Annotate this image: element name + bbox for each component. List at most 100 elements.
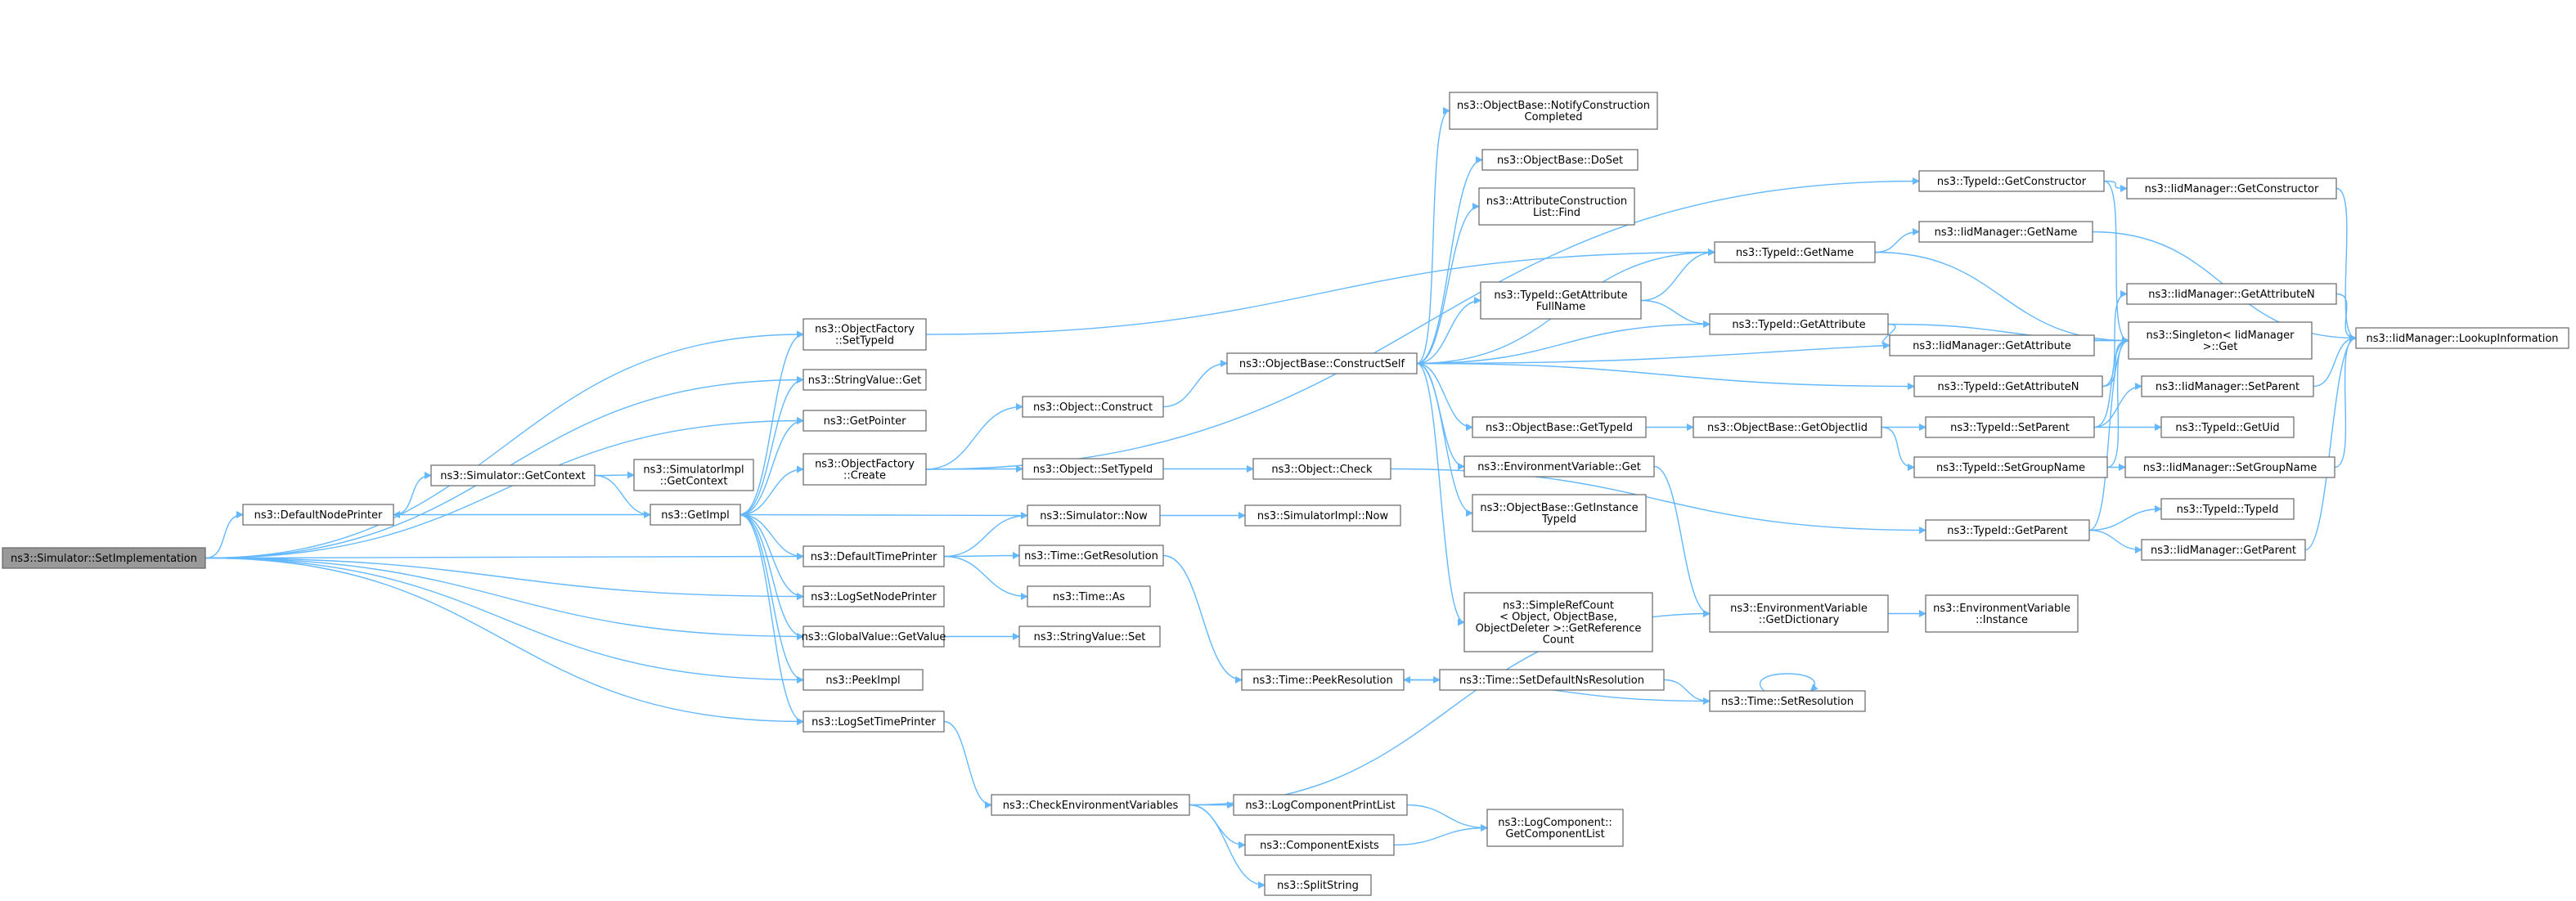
- node-implNow[interactable]: ns3::SimulatorImpl::Now: [1244, 504, 1401, 527]
- node-obGetOid[interactable]: ns3::ObjectBase::GetObjectIid: [1693, 416, 1882, 438]
- node-tidSetGroup[interactable]: ns3::TypeId::SetGroupName: [1913, 456, 2108, 478]
- node-box: [1478, 187, 1635, 226]
- node-iidLookup[interactable]: ns3::IidManager::LookupInformation: [2355, 327, 2569, 349]
- node-getPtr[interactable]: ns3::GetPointer: [802, 410, 927, 432]
- node-srcGetRef[interactable]: ns3::SimpleRefCount< Object, ObjectBase,…: [1463, 592, 1653, 652]
- node-splitStr[interactable]: ns3::SplitString: [1264, 874, 1372, 896]
- node-label: ns3::StringValue::Set: [1034, 631, 1146, 643]
- node-tidGetAttrN[interactable]: ns3::TypeId::GetAttributeN: [1913, 375, 2103, 397]
- node-tidGetUid[interactable]: ns3::TypeId::GetUid: [2160, 416, 2295, 438]
- node-label: ::Instance: [1976, 614, 2028, 626]
- node-defNode[interactable]: ns3::DefaultNodePrinter: [242, 504, 394, 526]
- node-box: [1925, 594, 2079, 633]
- node-box: [802, 585, 945, 607]
- node-getImpl[interactable]: ns3::GetImpl: [650, 504, 741, 526]
- call-edge-defTime-to-timeGetRes: [943, 552, 1020, 560]
- node-notifyCC[interactable]: ns3::ObjectBase::NotifyConstructionCompl…: [1449, 92, 1658, 130]
- node-setImpl[interactable]: ns3::Simulator::SetImplementation: [2, 547, 206, 569]
- node-constructSelf[interactable]: ns3::ObjectBase::ConstructSelf: [1226, 352, 1418, 374]
- node-timeAs[interactable]: ns3::Time::As: [1027, 585, 1151, 607]
- node-svSet[interactable]: ns3::StringValue::Set: [1018, 625, 1161, 648]
- node-ofSetTid[interactable]: ns3::ObjectFactory::SetTypeId: [802, 318, 927, 351]
- node-gvGet[interactable]: ns3::GlobalValue::GetValue: [802, 625, 946, 648]
- node-objSetTid[interactable]: ns3::Object::SetTypeId: [1022, 458, 1164, 480]
- node-box: [991, 794, 1190, 816]
- node-tidGetAttr[interactable]: ns3::TypeId::GetAttribute: [1709, 313, 1889, 335]
- node-tidTypeId[interactable]: ns3::TypeId::TypeId: [2160, 498, 2295, 520]
- node-box: [1252, 458, 1391, 480]
- node-tidSetParent[interactable]: ns3::TypeId::SetParent: [1925, 416, 2095, 438]
- node-iidGetCtor[interactable]: ns3::IidManager::GetConstructor: [2126, 177, 2337, 199]
- node-objCheck[interactable]: ns3::Object::Check: [1252, 458, 1391, 480]
- node-box: [1233, 794, 1408, 816]
- call-edge-setImpl-to-ofSetTid: [205, 330, 804, 559]
- node-lcGetList[interactable]: ns3::LogComponent::GetComponentList: [1486, 809, 1624, 847]
- node-timeSetRes[interactable]: ns3::Time::SetResolution: [1709, 690, 1866, 712]
- call-edge-timeGetRes-to-peekRes: [1162, 554, 1243, 684]
- node-iidGetParent[interactable]: ns3::IidManager::GetParent: [2141, 539, 2306, 561]
- node-compExists[interactable]: ns3::ComponentExists: [1244, 834, 1395, 856]
- node-label: ns3::TypeId::GetConstructor: [1937, 176, 2087, 188]
- node-tidGetCtor[interactable]: ns3::TypeId::GetConstructor: [1918, 170, 2105, 192]
- node-box: [1709, 313, 1889, 335]
- node-tidGetName[interactable]: ns3::TypeId::GetName: [1714, 241, 1876, 263]
- node-envInstance[interactable]: ns3::EnvironmentVariable::Instance: [1925, 594, 2079, 633]
- node-tidGetParent[interactable]: ns3::TypeId::GetParent: [1925, 519, 2090, 541]
- node-label: ns3::LogComponentPrintList: [1245, 800, 1395, 812]
- node-singletonGet[interactable]: ns3::Singleton< IidManager>::Get: [2128, 321, 2313, 360]
- node-objConstruct[interactable]: ns3::Object::Construct: [1022, 396, 1164, 418]
- call-edge-setDefNs-to-timeSetRes: [1663, 679, 1711, 705]
- node-box: [1472, 416, 1647, 438]
- node-iidSetGroup[interactable]: ns3::IidManager::SetGroupName: [2124, 456, 2335, 478]
- node-label: FullName: [1536, 301, 1586, 313]
- node-iidSetParent[interactable]: ns3::IidManager::SetParent: [2141, 375, 2314, 397]
- node-label: ns3::DefaultNodePrinter: [254, 509, 383, 522]
- node-label: ns3::SimulatorImpl: [643, 464, 744, 477]
- node-implGetCtx[interactable]: ns3::SimulatorImpl::GetContext: [633, 459, 754, 491]
- node-logCompPrint[interactable]: ns3::LogComponentPrintList: [1233, 794, 1408, 816]
- node-logSetTime[interactable]: ns3::LogSetTimePrinter: [802, 710, 945, 733]
- node-peekRes[interactable]: ns3::Time::PeekResolution: [1241, 669, 1405, 691]
- node-label: ns3::IidManager::GetName: [1935, 226, 2078, 239]
- node-setDefNs[interactable]: ns3::Time::SetDefaultNsResolution: [1439, 669, 1665, 691]
- node-box: [802, 410, 927, 432]
- node-getCtx[interactable]: ns3::Simulator::GetContext: [430, 464, 596, 486]
- node-label: ns3::TypeId::GetParent: [1947, 525, 2068, 537]
- node-defTime[interactable]: ns3::DefaultTimePrinter: [802, 545, 945, 567]
- node-label: ns3::TypeId::SetGroupName: [1936, 462, 2085, 474]
- node-label: ns3::TypeId::GetName: [1736, 247, 1854, 259]
- call-edge-objConstruct-to-constructSelf: [1162, 360, 1228, 408]
- node-box: [802, 669, 924, 691]
- node-label: ns3::Simulator::Now: [1040, 510, 1148, 522]
- node-simNow[interactable]: ns3::Simulator::Now: [1027, 504, 1161, 527]
- node-ofCreate[interactable]: ns3::ObjectFactory::Create: [802, 453, 927, 486]
- node-label: >::Get: [2203, 341, 2238, 353]
- node-box: [1018, 625, 1161, 648]
- node-label: ::SetTypeId: [835, 335, 894, 347]
- node-envGetDict[interactable]: ns3::EnvironmentVariable::GetDictionary: [1709, 594, 1889, 633]
- node-checkEnv[interactable]: ns3::CheckEnvironmentVariables: [991, 794, 1190, 816]
- node-box: [802, 710, 945, 733]
- node-doSet[interactable]: ns3::ObjectBase::DoSet: [1481, 149, 1639, 171]
- call-edge-setImpl-to-logSetTime: [205, 557, 804, 725]
- node-peekImpl[interactable]: ns3::PeekImpl: [802, 669, 924, 691]
- node-iidGetAttrN[interactable]: ns3::IidManager::GetAttributeN: [2126, 283, 2337, 305]
- node-label: ns3::LogSetTimePrinter: [811, 716, 936, 728]
- node-box: [1918, 221, 2093, 243]
- call-edge-getImpl-to-ofSetTid: [740, 330, 804, 516]
- node-timeGetRes[interactable]: ns3::Time::GetResolution: [1018, 545, 1164, 567]
- node-logSetNode[interactable]: ns3::LogSetNodePrinter: [802, 585, 945, 607]
- call-edge-simNow-to-getImpl: [740, 511, 1028, 519]
- node-iidGetAttr[interactable]: ns3::IidManager::GetAttribute: [1889, 334, 2095, 356]
- node-svGet[interactable]: ns3::StringValue::Get: [802, 369, 927, 391]
- node-label: ns3::IidManager::GetParent: [2151, 545, 2296, 557]
- node-box: [1480, 281, 1642, 320]
- call-edge-tidGetCtor-to-iidGetCtor: [2103, 180, 2128, 192]
- node-iidGetName[interactable]: ns3::IidManager::GetName: [1918, 221, 2093, 243]
- node-envGet[interactable]: ns3::EnvironmentVariable::Get: [1463, 455, 1655, 477]
- node-obGetTid[interactable]: ns3::ObjectBase::GetTypeId: [1472, 416, 1647, 438]
